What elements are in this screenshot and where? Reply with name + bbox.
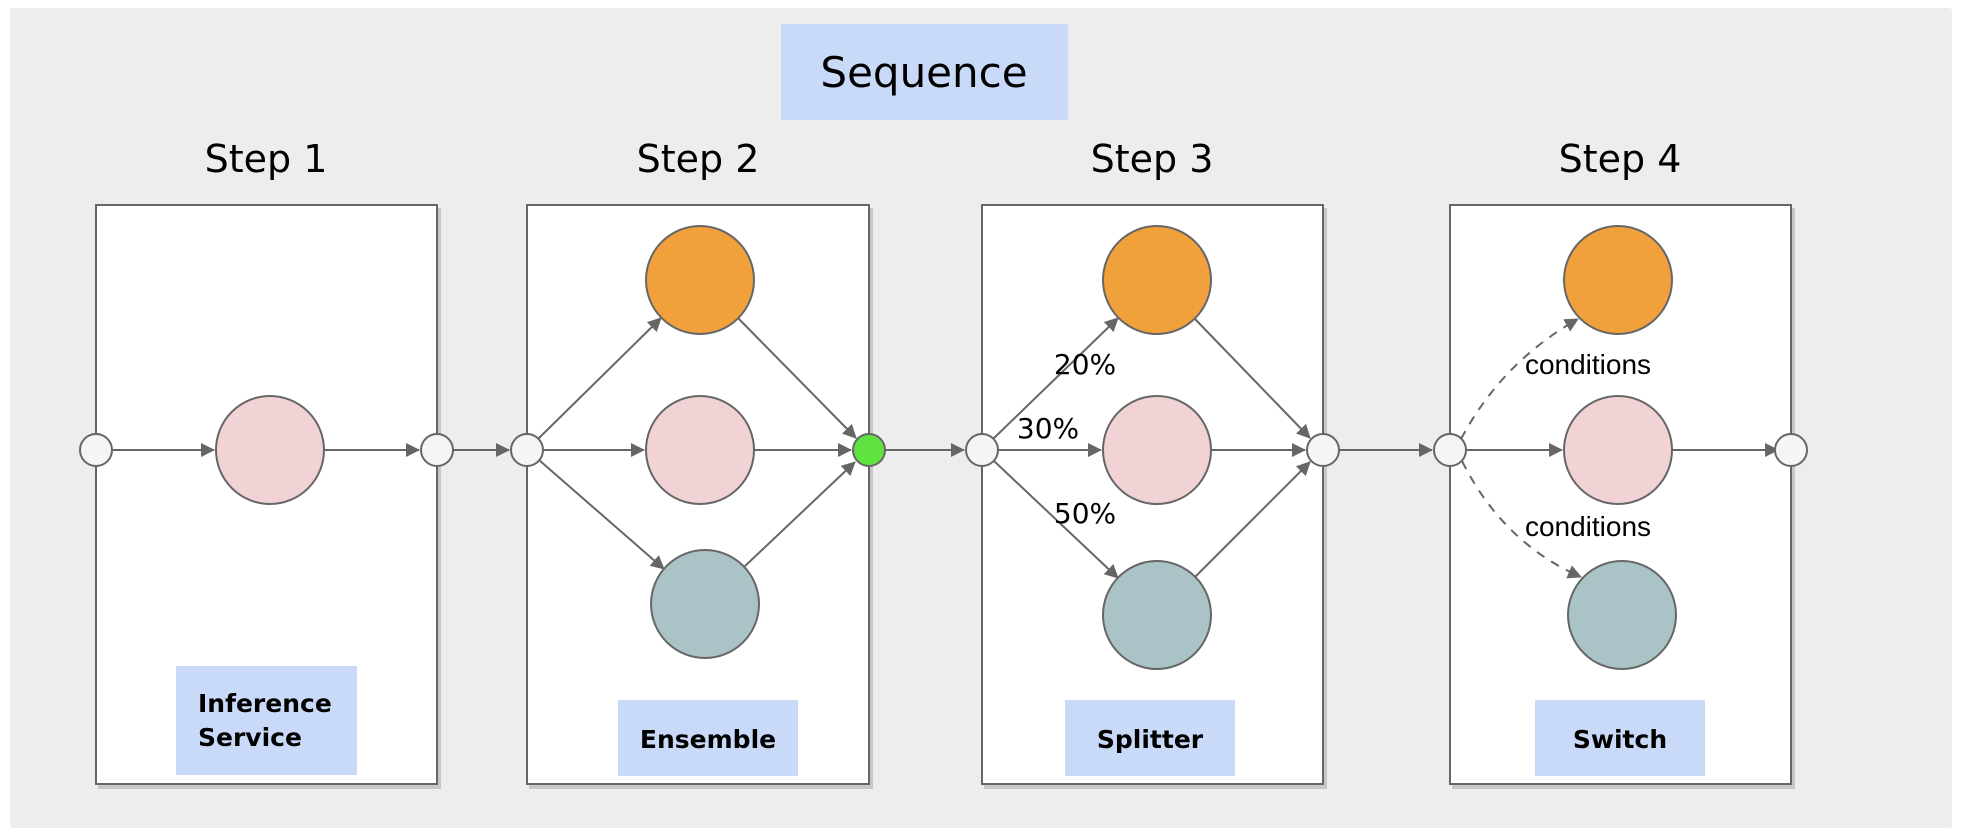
step-2-group: Ensemble: [510, 225, 886, 776]
edge-condition-teal: [1461, 460, 1582, 579]
input-node: [510, 433, 544, 467]
percent-label-50: 50%: [1054, 497, 1116, 530]
model-circle-orange: [1102, 225, 1212, 335]
tag-inference-line1: Inference: [198, 689, 332, 718]
step-1-heading: Step 1: [205, 137, 328, 181]
percent-label-30: 30%: [1017, 412, 1079, 445]
step-3-group: 20% 30% 50% Splitter: [965, 225, 1340, 776]
input-node: [79, 433, 113, 467]
edge-teal-to-merge: [743, 461, 856, 568]
edge-split-orange: [992, 317, 1119, 440]
edge-fanout-teal: [538, 459, 665, 570]
model-circle-teal: [650, 549, 760, 659]
model-circle-teal: [1567, 560, 1677, 670]
tag-splitter: [1065, 700, 1235, 776]
conditions-label-bottom: conditions: [1525, 511, 1651, 542]
model-circle-pink: [1102, 395, 1212, 505]
tag-switch-label: Switch: [1573, 725, 1667, 754]
conditions-label-top: conditions: [1525, 349, 1651, 380]
tag-splitter-label: Splitter: [1097, 725, 1204, 754]
percent-label-20: 20%: [1054, 348, 1116, 381]
step-2-heading: Step 2: [637, 137, 760, 181]
output-node: [1306, 433, 1340, 467]
tag-ensemble: [618, 700, 798, 776]
model-circle-pink: [215, 395, 325, 505]
model-circle-teal: [1102, 560, 1212, 670]
sequence-title-box: [781, 24, 1068, 120]
step-1-group: Inference Service: [79, 395, 454, 775]
input-node: [965, 433, 999, 467]
sequence-title: Sequence: [820, 48, 1027, 97]
tag-inference-line2: Service: [198, 723, 302, 752]
output-node: [420, 433, 454, 467]
edge-split-teal: [993, 460, 1119, 579]
model-circle-orange: [1563, 225, 1673, 335]
input-node: [1433, 433, 1467, 467]
output-node: [1774, 433, 1808, 467]
merge-node-green: [852, 433, 886, 467]
model-circle-orange: [645, 225, 755, 335]
edge-orange-to-merge: [737, 317, 857, 439]
edge-fanout-orange: [537, 317, 662, 440]
edge-orange-to-out: [1194, 318, 1311, 439]
edge-condition-orange: [1460, 318, 1579, 440]
step-4-group: conditions conditions Switch: [1433, 225, 1808, 776]
step-4-heading: Step 4: [1559, 137, 1682, 181]
model-circle-pink: [1563, 395, 1673, 505]
step-3-heading: Step 3: [1091, 137, 1214, 181]
tag-inference-service: [176, 666, 357, 775]
model-circle-pink: [645, 395, 755, 505]
edge-teal-to-out: [1194, 461, 1311, 578]
tag-switch: [1535, 700, 1705, 776]
tag-ensemble-label: Ensemble: [640, 725, 776, 754]
